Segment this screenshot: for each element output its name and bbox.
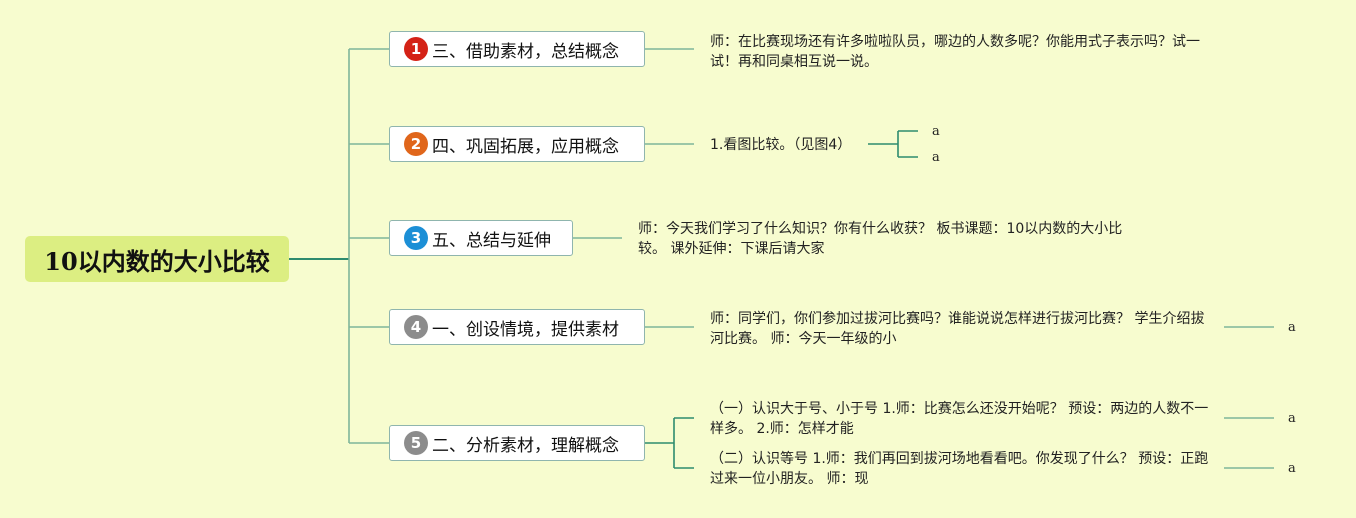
number-badge-1: 1 [404,37,428,61]
branch-node-3[interactable]: 3 五、总结与延伸 [389,220,573,256]
branch-label-1: 三、借助素材，总结概念 [432,41,619,62]
root-topic[interactable]: 10以内数的大小比较 [25,236,289,282]
branch-label-2: 四、巩固拓展，应用概念 [432,136,619,157]
branch-note-1: 师：在比赛现场还有许多啦啦队员，哪边的人数多呢？你能用式子表示吗？试一试！再和同… [710,34,1200,70]
number-badge-5: 5 [404,431,428,455]
branch-note-3: 师：今天我们学习了什么知识？你有什么收获？ 板书课题：10以内数的大小比较。 课… [638,221,1123,257]
leaf-2-b: a [932,150,940,165]
branch-label-5: 二、分析素材，理解概念 [432,435,619,456]
number-badge-3: 3 [404,226,428,250]
leaf-5-2: a [1288,461,1296,476]
branch-label-4: 一、创设情境，提供素材 [432,319,619,340]
leaf-5-1: a [1288,411,1296,426]
leaf-2-a: a [932,124,940,139]
branch-node-5[interactable]: 5 二、分析素材，理解概念 [389,425,645,461]
branch-note-4: 师：同学们，你们参加过拔河比赛吗？谁能说说怎样进行拔河比赛？ 学生介绍拔河比赛。… [710,311,1205,347]
branch-note-2: 1.看图比较。（见图4） [710,137,852,153]
branch-label-3: 五、总结与延伸 [432,230,551,251]
branch-node-4[interactable]: 4 一、创设情境，提供素材 [389,309,645,345]
branch-node-2[interactable]: 2 四、巩固拓展，应用概念 [389,126,645,162]
number-badge-4: 4 [404,315,428,339]
root-title: 10以内数的大小比较 [44,246,270,276]
branch-subnote-5-2: （二）认识等号 1.师：我们再回到拔河场地看看吧。你发现了什么？ 预设：正跑过来… [710,451,1209,487]
branch-node-1[interactable]: 1 三、借助素材，总结概念 [389,31,645,67]
branch-subnote-5-1: （一）认识大于号、小于号 1.师：比赛怎么还没开始呢？ 预设：两边的人数不一样多… [710,401,1209,437]
number-badge-2: 2 [404,132,428,156]
leaf-4-a: a [1288,320,1296,335]
